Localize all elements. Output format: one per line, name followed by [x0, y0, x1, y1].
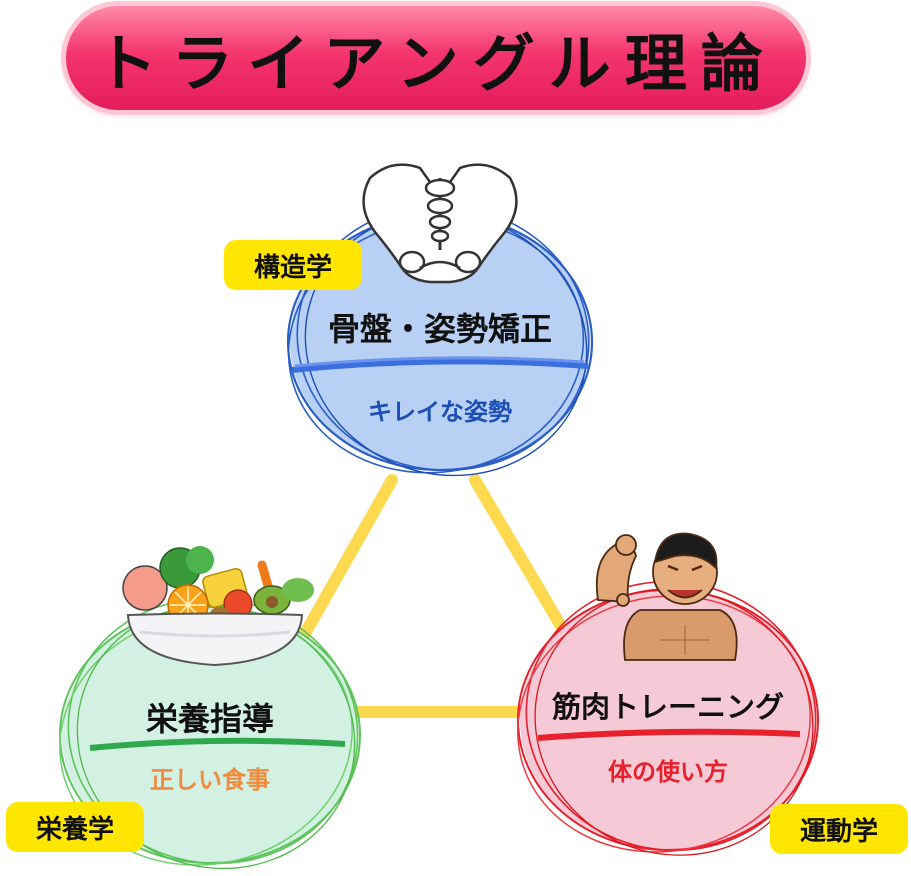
- exercise-sub-block: 体の使い方: [528, 752, 808, 787]
- structure-text-block: 骨盤・姿勢矯正: [300, 304, 580, 350]
- nutrition-sub-label: 正しい食事: [150, 766, 270, 794]
- connector-lines: [284, 474, 581, 718]
- exercise-sub-label: 体の使い方: [608, 758, 728, 786]
- salad-bowl-icon: [122, 546, 314, 667]
- nutrition-main-label: 栄養指導: [145, 700, 274, 738]
- exercise-text-block: 筋肉トレーニング: [528, 684, 808, 726]
- structure-sub-block: キレイな姿勢: [300, 392, 580, 427]
- muscle-man-icon: [595, 532, 738, 661]
- page-title: トライアングル理論: [95, 27, 777, 100]
- pelvis-icon: [362, 163, 518, 284]
- circle-structure: [286, 204, 594, 477]
- exercise-main-label: 筋肉トレーニング: [551, 690, 784, 724]
- nutrition-sub-block: 正しい食事: [80, 760, 340, 795]
- structure-sub-label: キレイな姿勢: [368, 398, 512, 426]
- nutrition-text-block: 栄養指導: [80, 694, 340, 740]
- circle-exercise: [517, 580, 819, 856]
- connector-structure-exercise: [469, 474, 581, 656]
- tag-structure: 構造学: [224, 240, 362, 290]
- title-banner: トライアングル理論: [66, 6, 806, 110]
- tag-exercise: 運動学: [770, 804, 908, 854]
- tag-nutrition: 栄養学: [6, 802, 144, 852]
- structure-main-label: 骨盤・姿勢矯正: [327, 310, 552, 348]
- connector-structure-nutrition: [284, 474, 398, 666]
